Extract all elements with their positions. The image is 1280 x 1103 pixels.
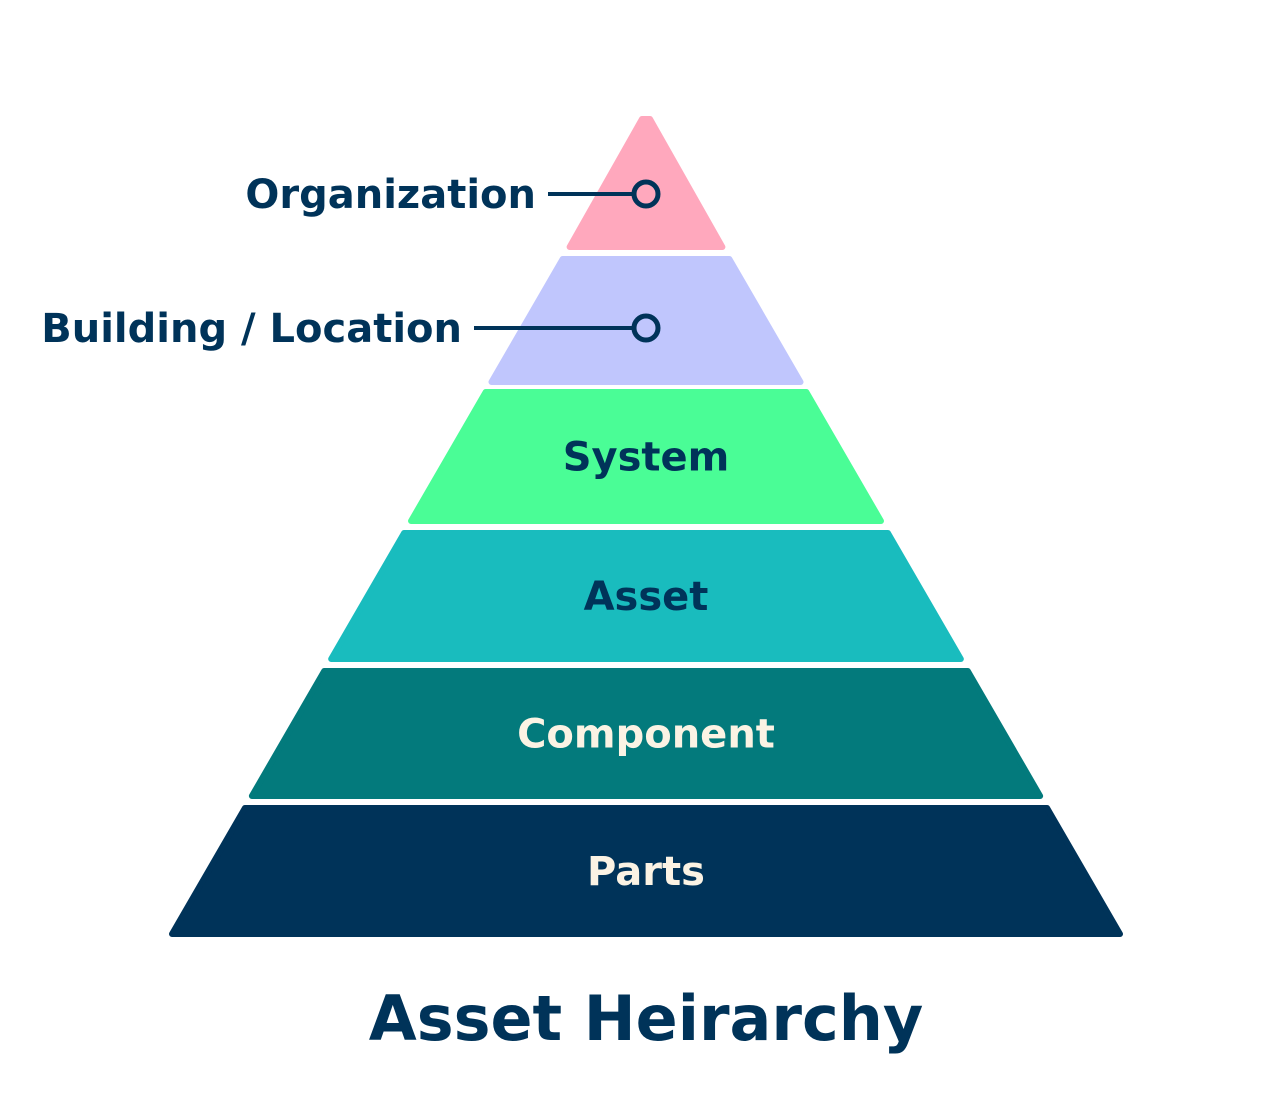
callout-dot	[631, 313, 661, 343]
level-label: Asset	[584, 574, 709, 620]
pyramid-level-building-location	[488, 256, 804, 385]
level-label: Parts	[587, 849, 705, 895]
callout-label: Building / Location	[41, 306, 462, 352]
callout-dot	[631, 179, 661, 209]
level-label: Component	[517, 712, 775, 758]
callout-label: Organization	[245, 172, 536, 218]
pyramid-level-component	[248, 668, 1044, 799]
diagram-title: Asset Heirarchy	[369, 982, 924, 1055]
pyramid-level-asset	[328, 530, 964, 662]
level-label: System	[563, 435, 730, 481]
pyramid-level-parts	[169, 805, 1123, 937]
pyramid-level-system	[408, 389, 884, 524]
